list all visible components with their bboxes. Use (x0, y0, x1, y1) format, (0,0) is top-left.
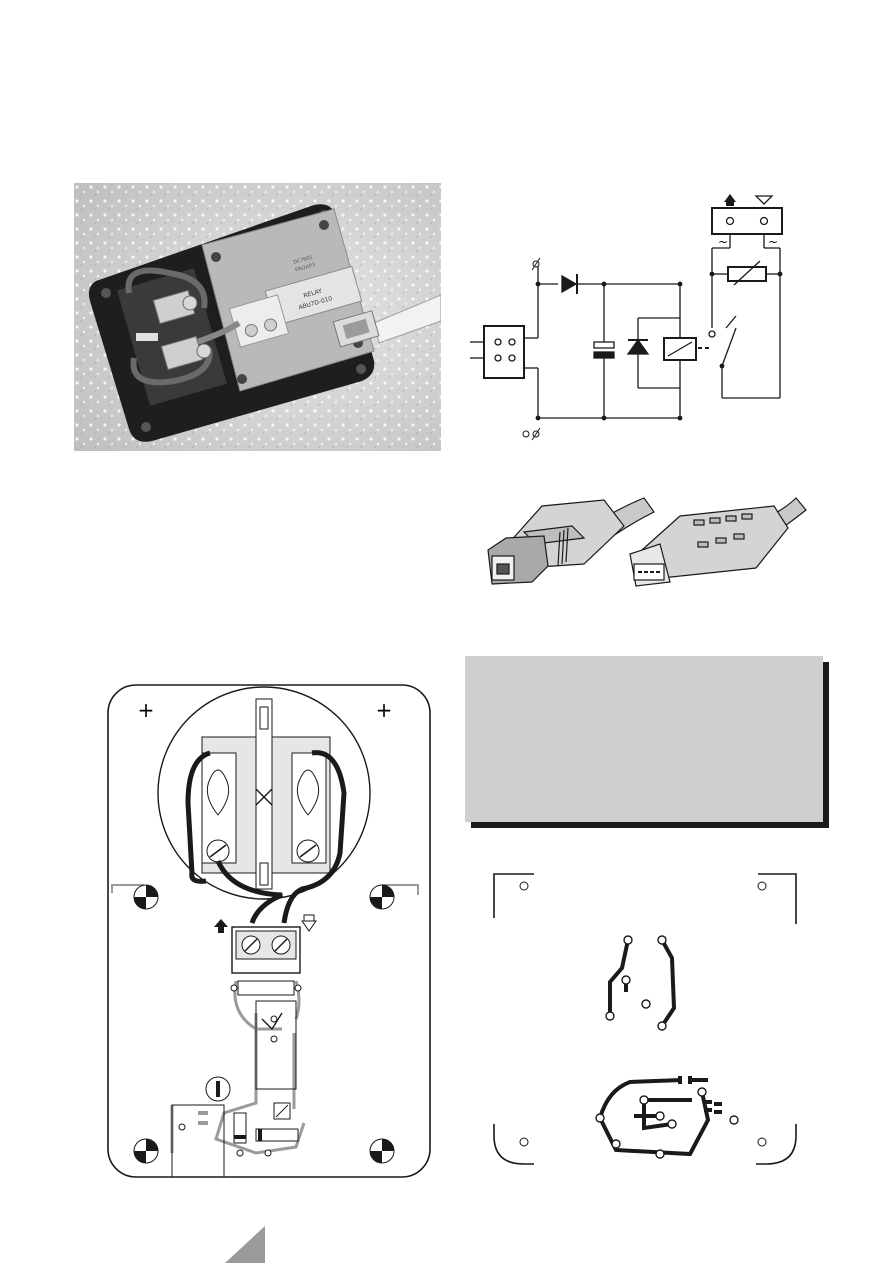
relay-switch-contact (725, 315, 737, 329)
usb-drawing (487, 497, 807, 587)
corner-triangle-shape (225, 1226, 265, 1263)
box-panel (465, 656, 823, 822)
solder-pads (595, 935, 739, 1159)
pcb-foil-drawing (493, 873, 797, 1165)
usb-connectors-illustration (484, 486, 814, 596)
layout-drawing: + + (107, 684, 431, 1178)
board-corner-marks (493, 873, 797, 1165)
connector-tab (136, 333, 158, 341)
wire-left (185, 750, 211, 884)
wire (193, 320, 241, 346)
flyback-diode (626, 338, 650, 355)
varistor-slash (733, 260, 761, 286)
mounting-hole (519, 1137, 529, 1147)
capacitor-plate (593, 351, 615, 359)
terminal-screw (182, 295, 198, 311)
capacitor-plate (593, 341, 615, 349)
plate-screw (101, 288, 111, 298)
ac-symbol-left: ~ (718, 235, 728, 249)
terminal-screw (196, 343, 212, 359)
registration-mark (133, 1138, 159, 1164)
switch-pin (708, 330, 716, 338)
mounting-hole (757, 1137, 767, 1147)
photo-usb-relay-module: RELAY ABU7D-010 DC7901 FRI2AP3 (74, 183, 442, 451)
output-terminal-block (711, 207, 783, 235)
arrow-up-icon (214, 919, 228, 927)
usb-socket-outline (171, 1104, 225, 1178)
registration-mark (369, 884, 395, 910)
terminal-pin (759, 216, 769, 226)
mounting-hole (757, 881, 767, 891)
terminal-node (532, 430, 540, 438)
pcb-hole (319, 220, 329, 230)
relay-outline (255, 1000, 297, 1090)
arrow-down-icon (754, 195, 774, 205)
arrow-up-icon (724, 194, 736, 202)
shaded-info-box (465, 656, 831, 830)
circuit-schematic: ~ ~ (470, 188, 800, 448)
varistor-outline (237, 980, 295, 996)
board-marking-2: FRI2AP3 (295, 262, 316, 273)
ac-symbol-right: ~ (768, 235, 778, 249)
wire-right (281, 750, 347, 924)
relay-label: RELAY (303, 288, 323, 300)
socket-center-bar (255, 698, 273, 890)
usb-input-connector (483, 325, 525, 379)
varistor (727, 266, 767, 282)
copper-tracks (597, 939, 711, 1157)
board-marking: DC7901 (293, 254, 314, 265)
component-layout-drawing: + + (106, 683, 432, 1179)
terminal-node (532, 260, 540, 268)
diode (561, 274, 578, 294)
plate-screw (141, 422, 151, 432)
usb-socket (332, 310, 380, 348)
mounting-hole (519, 881, 529, 891)
relay-component: RELAY ABU7D-010 (264, 265, 363, 327)
wire-centre (215, 859, 283, 924)
registration-mark (133, 884, 159, 910)
photo-drawing: RELAY ABU7D-010 DC7901 FRI2AP3 (74, 183, 442, 451)
page-corner-triangle (225, 1226, 269, 1263)
terminal-pin (725, 216, 735, 226)
smd-pads (678, 1076, 722, 1114)
crosshair-mark: + (138, 698, 155, 722)
shaded-box-drawing (465, 656, 829, 828)
resistor-outline (255, 1128, 299, 1142)
screw-terminal (228, 294, 290, 348)
wire-loop (125, 267, 208, 309)
pcb-hole (237, 374, 247, 384)
plate-screw (356, 364, 366, 374)
pcb-hole (211, 252, 221, 262)
crosshair-mark: + (376, 698, 393, 722)
registration-mark (369, 1138, 395, 1164)
pcb-copper-layout (490, 868, 808, 1168)
schematic-drawing: ~ ~ (470, 194, 783, 441)
wire-loop (130, 347, 213, 386)
